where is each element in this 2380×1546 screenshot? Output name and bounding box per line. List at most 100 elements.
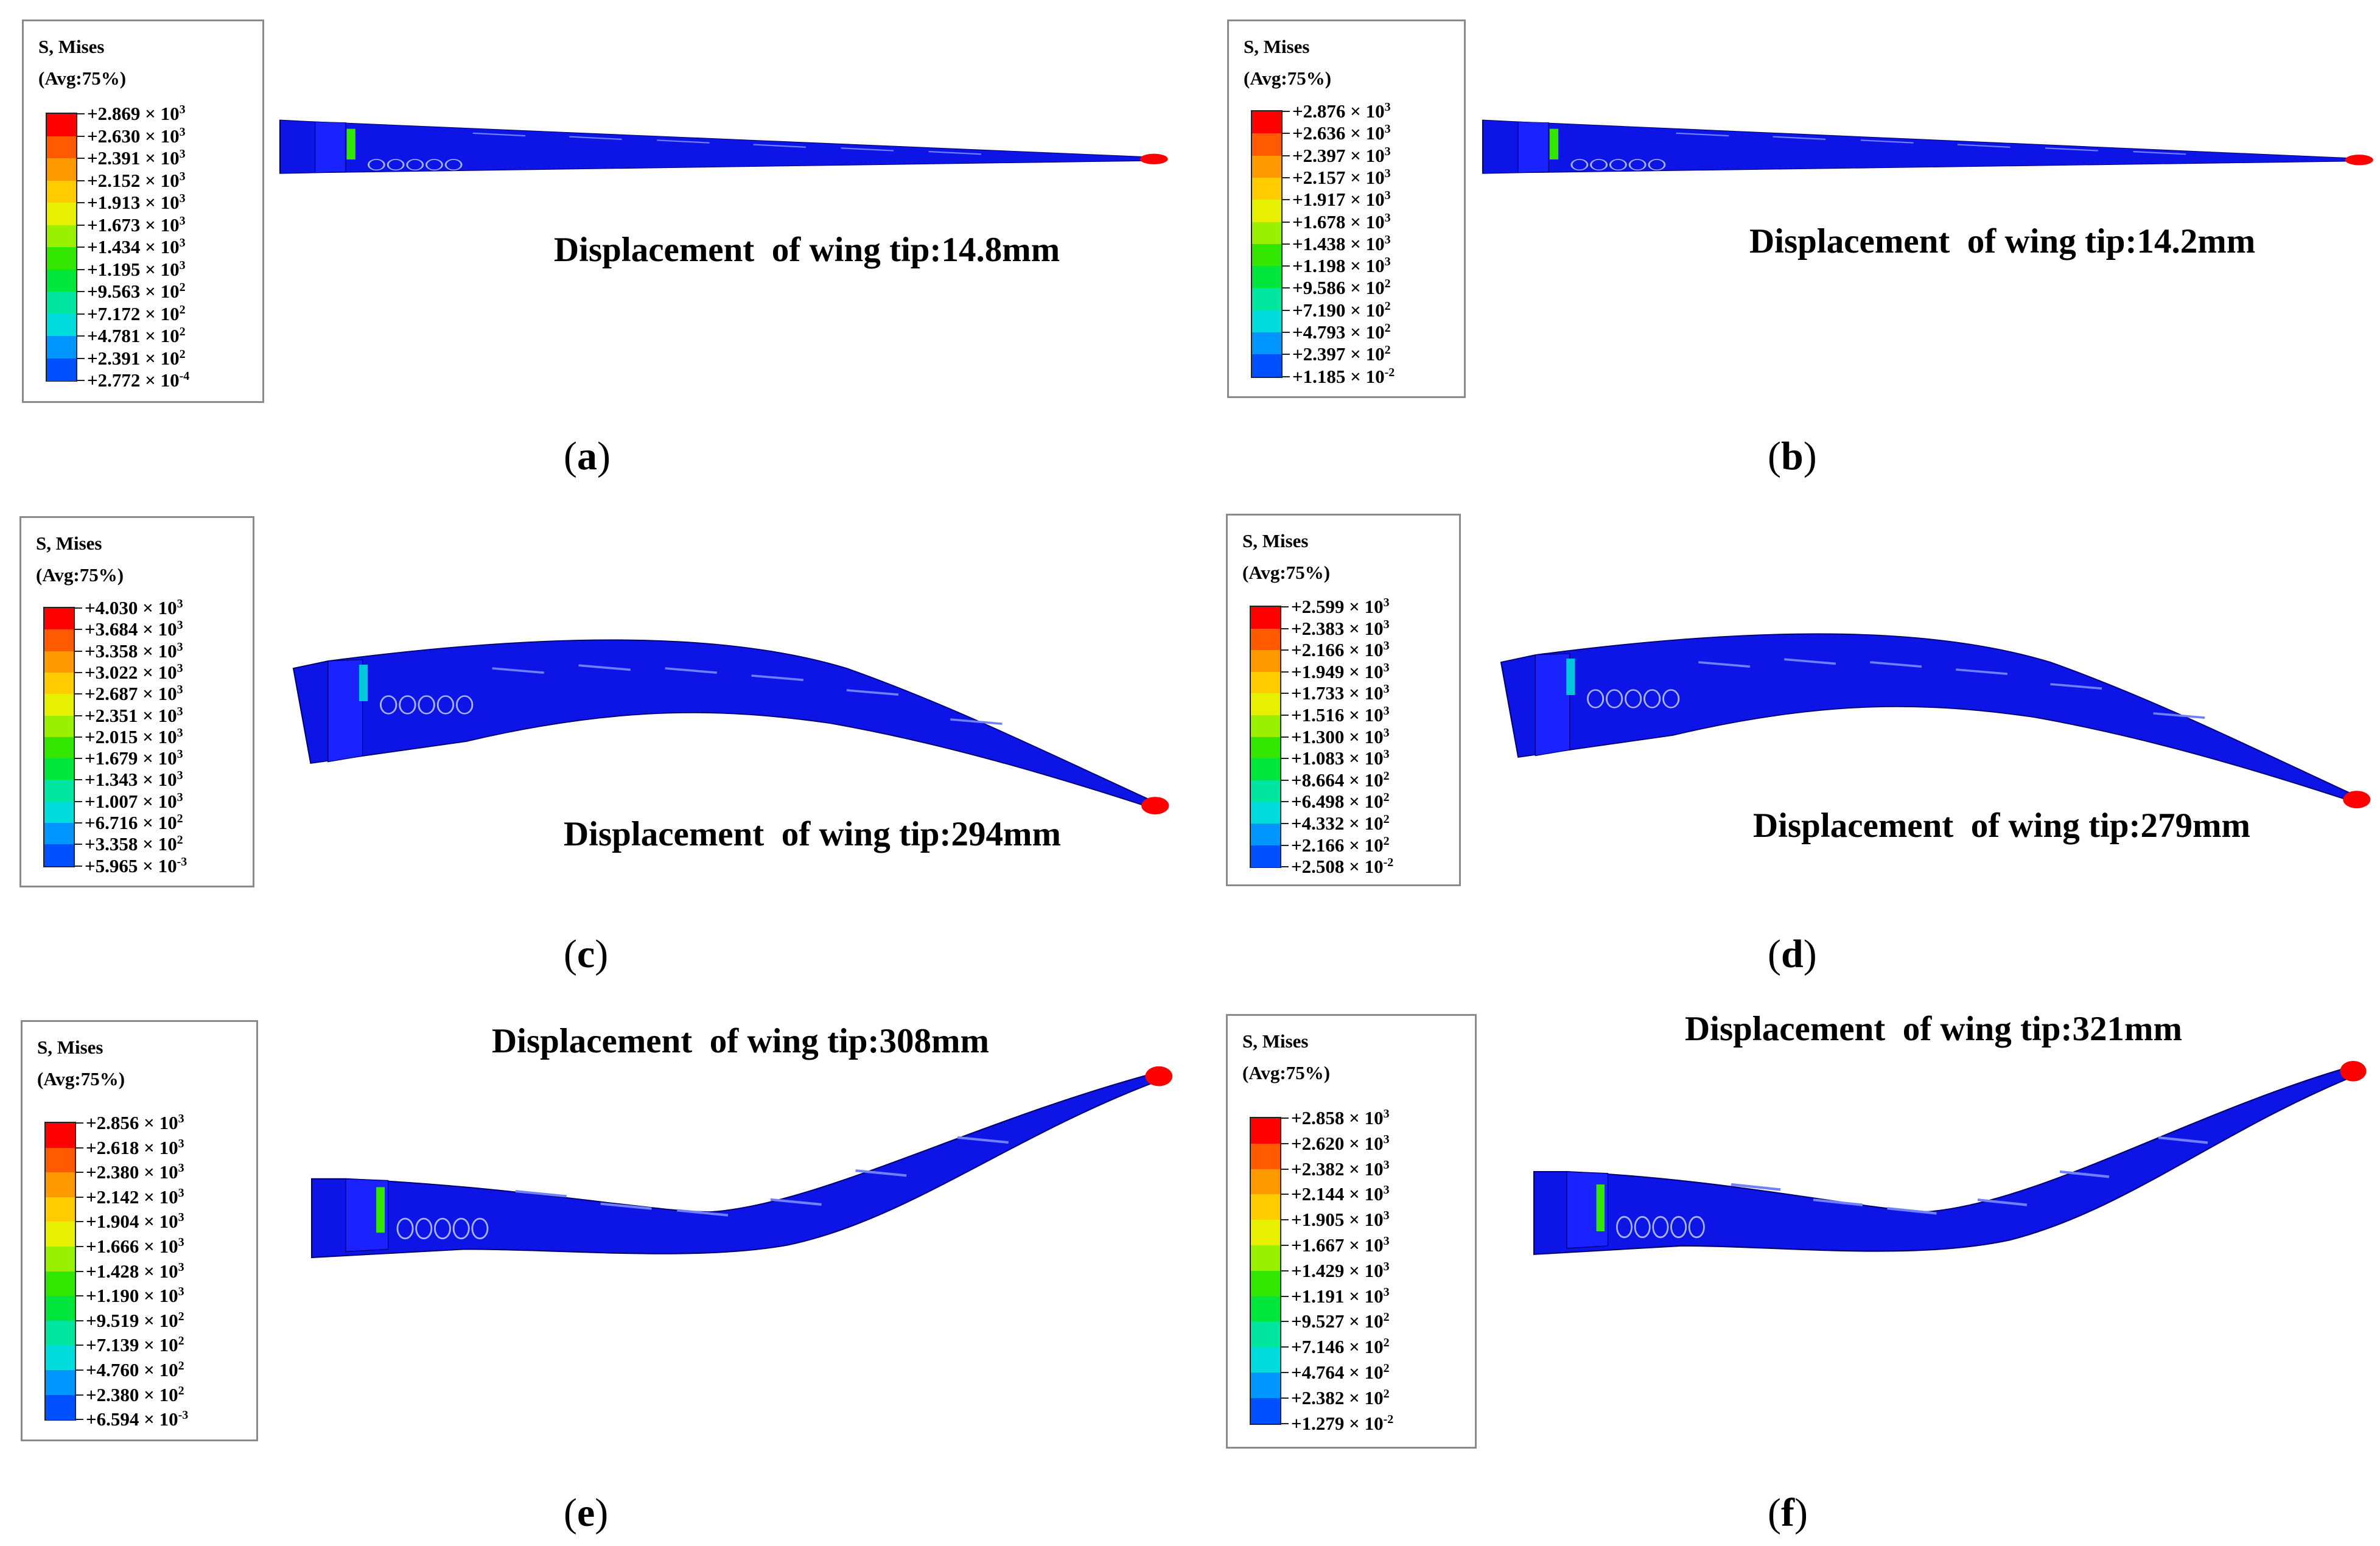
legend-exponent: 3: [1383, 1259, 1390, 1273]
colorbar-band: [46, 1271, 75, 1296]
colorbar-band: [47, 114, 76, 136]
legend-exponent: 3: [1383, 1234, 1390, 1248]
legend-tick: [1280, 1219, 1289, 1221]
legend-mantissa: +2.382: [1291, 1387, 1345, 1408]
legend-mantissa: +6.498: [1291, 791, 1345, 813]
legend-value: +2.383 × 103: [1291, 617, 1390, 639]
legend-exponent: 2: [1383, 1362, 1390, 1375]
legend-title: S, Mises: [37, 1037, 103, 1058]
legend-exponent: 3: [179, 258, 186, 272]
legend-mantissa: +2.869: [87, 103, 141, 124]
wing-root-spar: [314, 121, 346, 173]
stress-hotspot: [346, 128, 355, 159]
legend-exponent: 3: [177, 704, 183, 718]
colorbar-band: [1251, 802, 1280, 824]
legend-value: +1.429 × 103: [1291, 1259, 1390, 1281]
legend-subtitle: (Avg:75%): [38, 68, 127, 89]
legend-value: +1.666 × 103: [86, 1236, 184, 1257]
legend-exponent: 3: [1383, 747, 1390, 761]
legend-tick: [76, 158, 85, 159]
legend-mantissa: +1.191: [1291, 1285, 1345, 1307]
legend-value: +2.142 × 103: [86, 1186, 184, 1208]
wing-rib: [846, 689, 899, 696]
wing-rib: [665, 667, 718, 674]
legend-tick: [74, 800, 82, 802]
legend-exponent: 3: [178, 1161, 184, 1175]
colorbar-band: [1251, 1347, 1280, 1373]
legend-tick: [75, 1320, 83, 1321]
colorbar-band: [1251, 1194, 1280, 1220]
colorbar-band: [47, 336, 76, 359]
legend-exponent: -3: [178, 1408, 189, 1422]
legend-value: +2.869 × 103: [87, 103, 186, 124]
wing-rib: [1977, 1198, 2028, 1206]
legend-tick: [74, 650, 82, 652]
wing-model: [310, 1066, 1173, 1259]
legend-tick: [74, 865, 82, 867]
colorbar-band: [1252, 177, 1281, 200]
displacement-prefix: Displacement of wing tip:: [554, 231, 942, 269]
wing-rib: [1860, 139, 1914, 144]
wing-tip-marker: [1139, 153, 1168, 164]
legend-exponent: 2: [178, 1334, 184, 1348]
wing-rib: [2153, 712, 2205, 719]
wing-rib: [841, 147, 894, 152]
legend-tick: [76, 313, 85, 315]
colorbar-band: [1252, 310, 1281, 333]
wing-rib: [1813, 1198, 1863, 1206]
wing-spring: [1587, 689, 1605, 708]
legend-tick: [74, 822, 82, 824]
wing-rib: [2059, 1170, 2110, 1178]
panel-caption: (a): [564, 434, 611, 478]
legend-mantissa: +2.599: [1291, 596, 1345, 617]
wing-body: [292, 639, 1160, 808]
panel-caption-letter: d: [1780, 932, 1804, 976]
legend-tick: [1281, 199, 1290, 201]
legend-exponent: -2: [1383, 1412, 1394, 1426]
legend-value: +2.508 × 10-2: [1291, 856, 1394, 878]
legend-mantissa: +1.195: [87, 258, 141, 280]
wing-rib: [578, 664, 631, 671]
legend-tick: [75, 1345, 83, 1346]
legend-mantissa: +2.380: [86, 1161, 139, 1183]
legend-value: +1.191 × 103: [1291, 1285, 1390, 1307]
colorbar-band: [1251, 628, 1280, 651]
legend-value: +7.139 × 102: [86, 1334, 184, 1356]
legend-exponent: 2: [1383, 1336, 1390, 1350]
legend-tick: [75, 1246, 83, 1247]
legend-value: +1.438 × 103: [1292, 233, 1391, 254]
legend-mantissa: +1.678: [1292, 211, 1346, 233]
wing-spring: [1634, 1215, 1651, 1239]
legend-value: +2.636 × 103: [1292, 122, 1391, 144]
legend-exponent: 2: [1383, 1310, 1390, 1324]
wing-rib: [569, 136, 622, 140]
legend-exponent: 3: [1383, 617, 1390, 631]
colorbar-band: [46, 1222, 75, 1247]
legend-mantissa: +1.343: [85, 769, 138, 791]
legend-value: +3.684 × 103: [85, 618, 183, 640]
legend-tick: [76, 380, 85, 381]
wing-rib: [2133, 150, 2186, 155]
legend-exponent: 3: [177, 640, 183, 654]
colorbar-band: [1251, 607, 1280, 629]
legend-value: +1.195 × 103: [87, 258, 186, 280]
legend-exponent: 3: [177, 769, 183, 783]
legend-mantissa: +2.397: [1292, 343, 1346, 365]
wing-body: [310, 1070, 1163, 1259]
legend-mantissa: +2.351: [85, 704, 138, 726]
wing-root-spar: [1517, 121, 1550, 173]
legend-value: +6.594 × 10-3: [86, 1408, 189, 1430]
colorbar-band: [46, 1370, 75, 1396]
colorbar: [1251, 110, 1283, 378]
wing-model: [1482, 119, 2373, 174]
wing-spring: [455, 695, 474, 715]
legend-exponent: 3: [178, 1236, 184, 1249]
wing-spring: [396, 1217, 414, 1240]
legend-mantissa: +9.563: [87, 281, 141, 302]
wing-rib: [1956, 668, 2008, 675]
colorbar-band: [46, 1296, 75, 1321]
legend-value: +1.917 × 103: [1292, 189, 1391, 211]
legend-exponent: -4: [179, 369, 190, 383]
legend-mantissa: +2.166: [1291, 639, 1345, 661]
legend-mantissa: +2.876: [1292, 100, 1346, 122]
